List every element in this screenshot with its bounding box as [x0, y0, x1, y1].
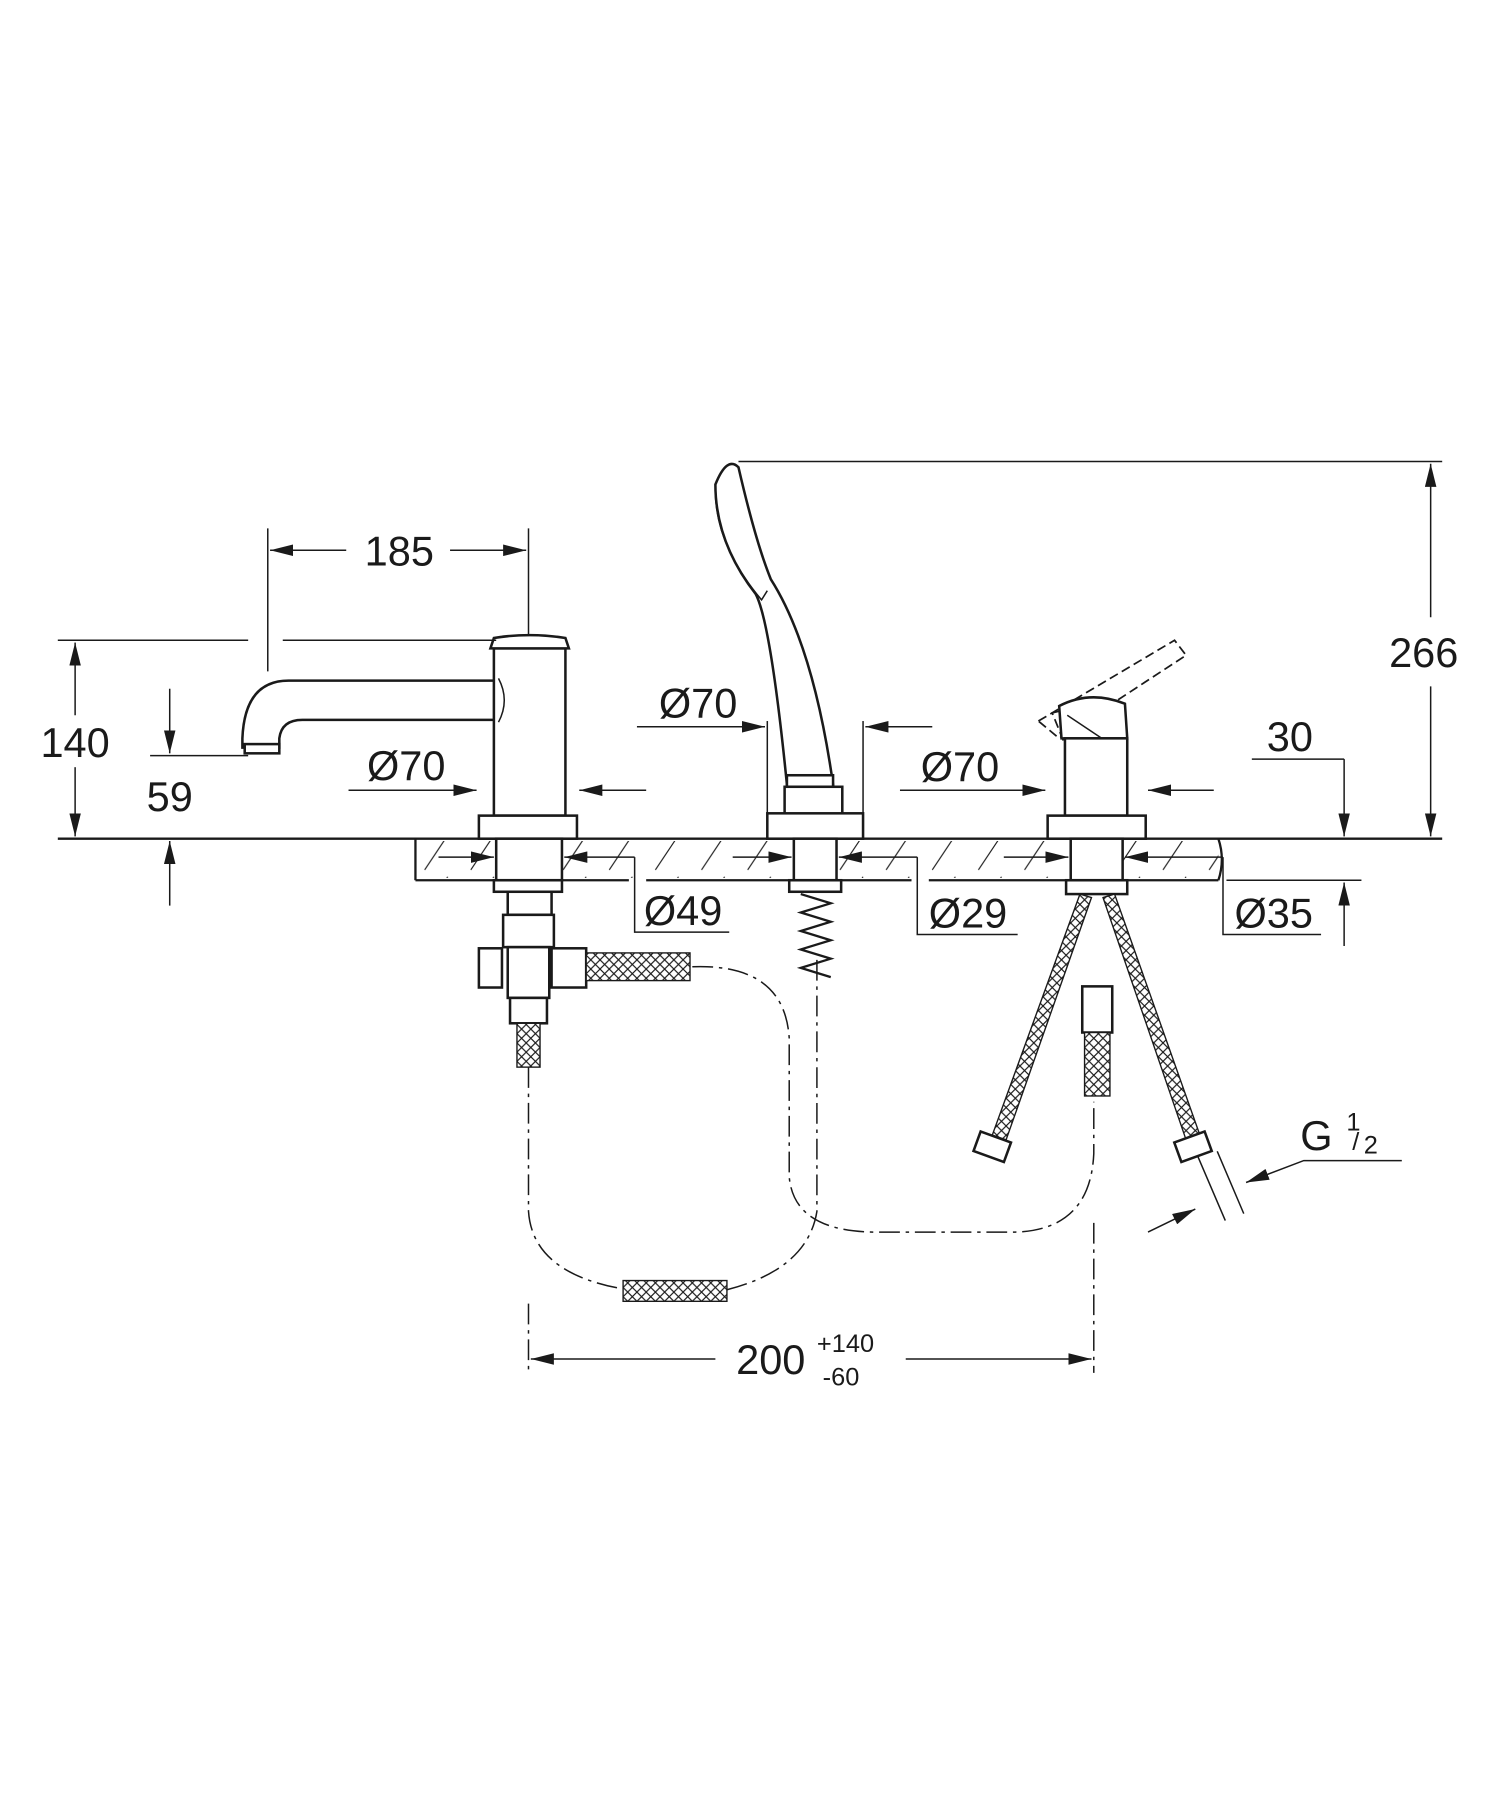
lever-mixer — [971, 639, 1245, 1221]
dim-spout-height: 140 — [40, 719, 109, 766]
svg-text:/: / — [1352, 1128, 1360, 1156]
bath-spout — [241, 633, 691, 1068]
hand-shower — [714, 462, 865, 979]
svg-text:2: 2 — [1364, 1132, 1378, 1160]
dimension-lines — [57, 460, 1443, 1365]
dim-mixer-base-dia: Ø70 — [921, 743, 999, 790]
deck-section — [57, 837, 1443, 882]
dim-shower-base-dia: Ø70 — [659, 680, 737, 727]
dim-connection-thread: G 1 / 2 — [1300, 1109, 1378, 1160]
dim-shower-hole-dia: Ø29 — [929, 890, 1007, 937]
dim-spacing: 200 +140 -60 — [736, 1330, 874, 1391]
dim-total-height: 266 — [1389, 629, 1458, 676]
dim-spout-projection: 185 — [365, 527, 434, 574]
dim-spout-base-dia: Ø70 — [367, 742, 445, 789]
hose-routing — [527, 957, 1095, 1373]
svg-text:1: 1 — [1346, 1109, 1360, 1137]
dim-deck-thickness: 30 — [1267, 713, 1313, 760]
svg-text:200: 200 — [736, 1336, 805, 1383]
dim-spout-hole-dia: Ø49 — [644, 887, 722, 934]
dim-spout-outlet-height: 59 — [147, 773, 193, 820]
svg-text:+140: +140 — [817, 1330, 874, 1358]
svg-text:-60: -60 — [823, 1364, 860, 1392]
svg-text:G: G — [1300, 1112, 1332, 1159]
dim-mixer-hole-dia: Ø35 — [1235, 890, 1313, 937]
